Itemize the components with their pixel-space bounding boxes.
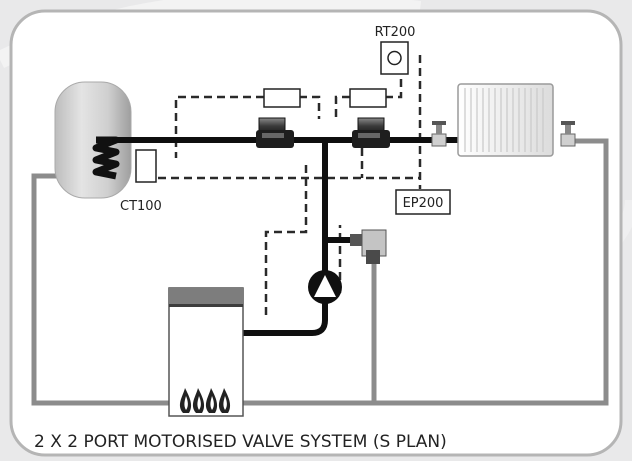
bypass-valve [350, 229, 387, 264]
radiator-valve-left [431, 121, 447, 147]
return-pipes [31, 138, 609, 406]
room-thermostat [380, 41, 409, 75]
radiator-valve-right [560, 121, 576, 147]
cylinder-thermostat-label: CT100 [120, 199, 162, 214]
diagram-panel [9, 9, 623, 457]
programmer-label: EP200 [403, 196, 444, 211]
motorised-valve-hot-water [256, 88, 301, 148]
hot-water-cylinder [54, 81, 132, 199]
radiator [457, 83, 554, 157]
motorised-valve-heating [349, 88, 390, 148]
diagram-title: 2 X 2 PORT MOTORISED VALVE SYSTEM (S PLA… [34, 432, 447, 452]
control-wiring [158, 55, 422, 315]
programmer-box [395, 189, 451, 215]
room-thermostat-label: RT200 [375, 25, 416, 40]
boiler [168, 287, 244, 417]
pump-arrow-icon [314, 275, 336, 297]
cylinder-thermostat [135, 149, 157, 183]
pump [308, 270, 342, 304]
